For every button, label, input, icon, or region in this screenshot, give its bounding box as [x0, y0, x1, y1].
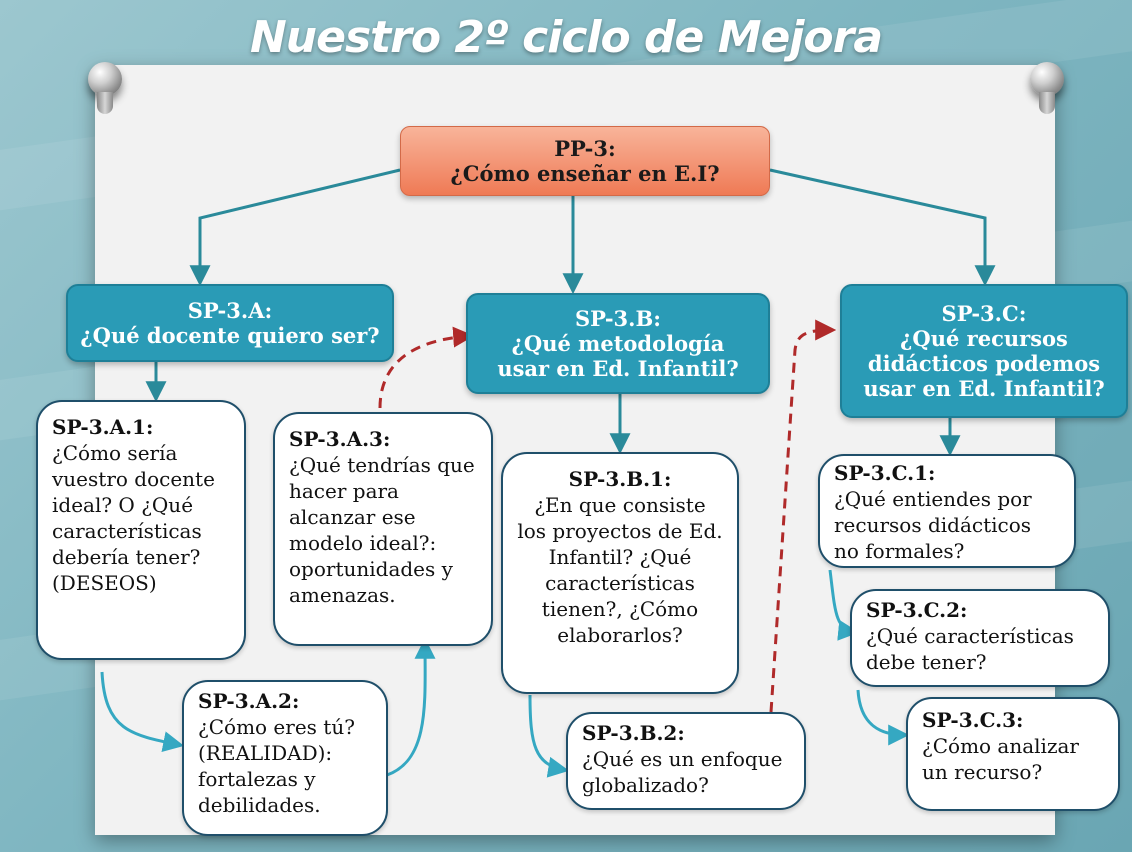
pushpin-right-icon [1030, 62, 1064, 114]
sp-c-code: SP-3.C: [941, 300, 1027, 326]
sp-b2-box: SP-3.B.2: ¿Qué es un enfoque globalizado… [566, 712, 806, 810]
sp-a2-code: SP-3.A.2: [198, 689, 300, 713]
sp-b1-box: SP-3.B.1: ¿En que consiste los proyectos… [501, 452, 739, 694]
arrow-a1-to-a2 [100, 671, 185, 753]
sp-a-code: SP-3.A: [187, 297, 273, 323]
sp-a3-box: SP-3.A.3: ¿Qué tendrías que hacer para a… [273, 412, 493, 646]
sp-a-question: ¿Qué docente quiero ser? [80, 323, 380, 348]
arrow-top-to-a [189, 168, 401, 287]
sp-c3-box: SP-3.C.3: ¿Cómo analizar un recurso? [906, 697, 1120, 811]
sp-c3-code: SP-3.C.3: [922, 708, 1024, 732]
sp-c2-box: SP-3.C.2: ¿Qué características debe tene… [850, 589, 1110, 687]
sp-a2-text: ¿Cómo eres tú? (REALIDAD): fortalezas y … [198, 715, 355, 817]
root-question-box: PP-3: ¿Cómo enseñar en E.I? [400, 126, 770, 196]
sp-c1-code: SP-3.C.1: [834, 461, 936, 485]
sp-a1-code: SP-3.A.1: [52, 415, 154, 439]
arrow-top-to-c [769, 168, 996, 287]
sp-b2-code: SP-3.B.2: [582, 721, 685, 745]
sp-a1-box: SP-3.A.1: ¿Cómo sería vuestro docente id… [36, 400, 246, 660]
pushpin-left-icon [88, 62, 122, 114]
sp-a1-text: ¿Cómo sería vuestro docente ideal? O ¿Qu… [52, 441, 215, 595]
sp-b-code: SP-3.B: [575, 305, 661, 331]
sp-c3-text: ¿Cómo analizar un recurso? [922, 734, 1079, 784]
root-code: PP-3: [554, 135, 616, 161]
sp-b2-text: ¿Qué es un enfoque globalizado? [582, 747, 783, 797]
sp-c1-box: SP-3.C.1: ¿Qué entiendes por recursos di… [818, 454, 1076, 568]
sp-c2-text: ¿Qué características debe tener? [866, 624, 1074, 674]
arrow-c2-to-c3 [856, 689, 910, 746]
sp-a3-code: SP-3.A.3: [289, 427, 391, 451]
sp-c2-code: SP-3.C.2: [866, 598, 968, 622]
dashed-arrow-b2-to-c [769, 319, 837, 713]
sp-b1-code: SP-3.B.1: [568, 467, 672, 491]
sp-b1-text: ¿En que consiste los proyectos de Ed. In… [517, 493, 723, 647]
sp-c-question: ¿Qué recursos didácticos podemos usar en… [863, 325, 1105, 402]
slide-title: Nuestro 2º ciclo de Mejora [249, 12, 883, 63]
sp-a3-text: ¿Qué tendrías que hacer para alcanzar es… [289, 453, 475, 607]
arrow-b1-to-b2 [528, 694, 570, 778]
sp-a2-box: SP-3.A.2: ¿Cómo eres tú? (REALIDAD): for… [182, 680, 388, 836]
dashed-arrow-a3-to-b [378, 326, 475, 409]
sp-a-box: SP-3.A: ¿Qué docente quiero ser? [66, 284, 394, 362]
sp-b-box: SP-3.B: ¿Qué metodología usar en Ed. Inf… [466, 293, 770, 394]
root-question: ¿Cómo enseñar en E.I? [450, 161, 720, 186]
sp-c-box: SP-3.C: ¿Qué recursos didácticos podemos… [840, 284, 1128, 418]
arrow-a2-to-a3 [386, 637, 436, 777]
sp-b-question: ¿Qué metodología usar en Ed. Infantil? [497, 330, 739, 382]
sp-c1-text: ¿Qué entiendes por recursos didácticos n… [834, 487, 1032, 563]
